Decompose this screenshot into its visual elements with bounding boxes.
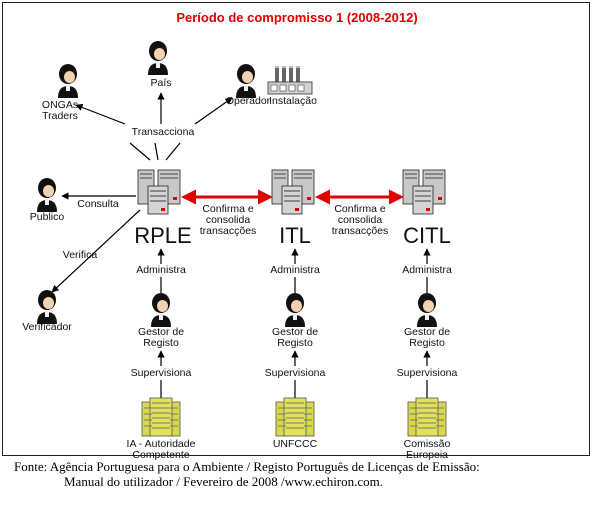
- arrow-to-operador: [194, 97, 233, 125]
- itl-server-icon: [271, 169, 315, 215]
- citl-name: CITL: [403, 223, 451, 248]
- itl-gestor-line1: Gestor de: [272, 326, 318, 338]
- itl-authority-building-icon: [275, 397, 315, 437]
- factory-icon: [267, 66, 313, 95]
- itl-gestor-person-icon: [285, 293, 305, 327]
- citl-authority-line1: Comissão: [404, 438, 451, 450]
- rple-authority-line1: IA - Autoridade: [127, 438, 196, 450]
- itl-authority-line1: UNFCCC: [273, 438, 318, 450]
- caption-line1: Fonte: Agência Portuguesa para o Ambient…: [14, 459, 480, 474]
- consulta-label: Consulta: [77, 198, 119, 210]
- citl-administra-label: Administra: [402, 264, 452, 276]
- link1-line2: consolida: [206, 214, 251, 226]
- rple-name: RPLE: [134, 223, 191, 248]
- rple-supervisiona-label: Supervisiona: [131, 367, 192, 379]
- ongas-label: ONGAs: [42, 99, 78, 111]
- registry-diagram: Período de compromisso 1 (2008-2012) Paí…: [22, 10, 458, 460]
- link2-line1: Confirma e: [334, 203, 386, 215]
- arrow-verifica: [51, 209, 141, 293]
- link1-line3: transacções: [200, 225, 257, 237]
- citl-gestor-line2: Registo: [409, 337, 445, 349]
- source-caption: Fonte: Agência Portuguesa para o Ambient…: [14, 459, 592, 489]
- line-rple-transacciona-1: [129, 142, 151, 161]
- instalacao-label: Instalação: [269, 95, 317, 107]
- rple-server-icon: [137, 169, 181, 215]
- rple-authority-building-icon: [141, 397, 181, 437]
- rple-authority-line2: Competente: [132, 449, 189, 460]
- link2-line2: consolida: [338, 214, 383, 226]
- ongas-person-icon: [58, 64, 78, 98]
- rple-administra-label: Administra: [136, 264, 186, 276]
- pais-label: País: [150, 77, 171, 89]
- operador-person-icon: [236, 64, 256, 98]
- rple-gestor-line2: Registo: [143, 337, 179, 349]
- itl-administra-label: Administra: [270, 264, 320, 276]
- diagram-frame: [2, 2, 590, 456]
- itl-name: ITL: [279, 223, 311, 248]
- itl-supervisiona-label: Supervisiona: [265, 367, 326, 379]
- citl-server-icon: [402, 169, 446, 215]
- citl-gestor-line1: Gestor de: [404, 326, 450, 338]
- traders-label: Traders: [42, 110, 78, 122]
- publico-person-icon: [37, 178, 57, 212]
- verificador-person-icon: [37, 290, 57, 324]
- caption-line2: Manual do utilizador / Fevereiro de 2008…: [64, 474, 384, 489]
- transacciona-label: Transacciona: [132, 126, 195, 138]
- verificador-label: Verificador: [22, 321, 72, 333]
- citl-gestor-person-icon: [417, 293, 437, 327]
- citl-authority-building-icon: [407, 397, 447, 437]
- arrow-to-ongas: [75, 103, 126, 125]
- itl-gestor-line2: Registo: [277, 337, 313, 349]
- rple-gestor-line1: Gestor de: [138, 326, 184, 338]
- citl-authority-line2: Europeia: [406, 449, 448, 460]
- link2-line3: transacções: [332, 225, 389, 237]
- link1-line1: Confirma e: [202, 203, 254, 215]
- line-rple-transacciona-2: [154, 142, 159, 161]
- publico-label: Publico: [30, 211, 65, 223]
- diagram-title: Período de compromisso 1 (2008-2012): [176, 10, 417, 25]
- citl-supervisiona-label: Supervisiona: [397, 367, 458, 379]
- pais-person-icon: [148, 41, 168, 75]
- rple-gestor-person-icon: [151, 293, 171, 327]
- operador-label: Operador: [226, 95, 271, 107]
- line-rple-transacciona-3: [165, 142, 181, 161]
